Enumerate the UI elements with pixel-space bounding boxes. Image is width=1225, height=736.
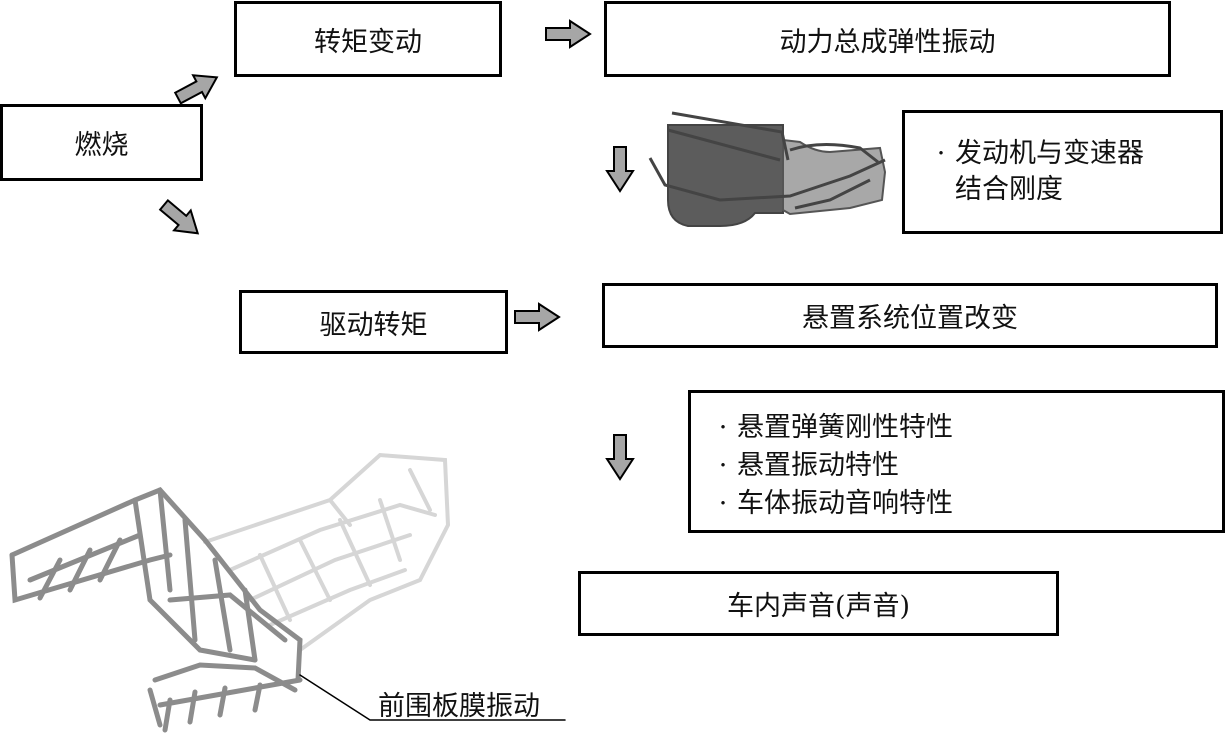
factor-item: · 车体振动音响特性 <box>709 485 953 523</box>
factor-item: · 悬置振动特性 <box>709 447 899 485</box>
arrow-right-icon <box>545 20 591 48</box>
arrow-down-icon <box>606 434 634 480</box>
node-interior-sound: 车内声音(声音) <box>578 571 1059 636</box>
node-combustion: 燃烧 <box>0 104 203 181</box>
bullet: · <box>718 412 728 443</box>
bullet: · <box>718 488 728 519</box>
node-label: 燃烧 <box>74 130 129 161</box>
node-label: 驱动转矩 <box>319 309 428 341</box>
node-label: 动力总成弹性振动 <box>779 26 996 58</box>
node-mount-position-change: 悬置系统位置改变 <box>602 283 1218 348</box>
node-label: 转矩变动 <box>314 26 422 58</box>
factor-item: · 悬置弹簧刚性特性 <box>709 409 953 447</box>
node-torque-variation: 转矩变动 <box>234 1 502 77</box>
arrow-down-icon <box>606 146 634 192</box>
node-label: 车内声音(声音) <box>726 591 911 622</box>
arrow-right-icon <box>514 303 560 331</box>
arrow-up-right-icon <box>170 64 224 111</box>
node-drive-torque: 驱动转矩 <box>239 290 508 354</box>
factor-text: 车体振动音响特性 <box>737 488 953 519</box>
factor-text: 结合刚度 <box>955 174 1063 205</box>
node-label: 悬置系统位置改变 <box>802 303 1018 334</box>
arrow-down-right-icon <box>154 194 208 245</box>
bullet: · <box>936 138 946 169</box>
body-frame-image <box>9 452 566 733</box>
factor-text: 悬置振动特性 <box>737 450 899 481</box>
factor-box-engine-transmission: · 发动机与变速器 结合刚度 <box>902 110 1223 234</box>
factor-box-mount-characteristics: · 悬置弹簧刚性特性 · 悬置振动特性 · 车体振动音响特性 <box>688 390 1225 533</box>
bullet: · <box>718 450 728 481</box>
factor-text: 发动机与变速器 <box>955 138 1144 169</box>
node-powertrain-elastic-vibration: 动力总成弹性振动 <box>604 1 1171 77</box>
factor-text: 悬置弹簧刚性特性 <box>737 412 953 443</box>
callout-dash-panel-vibration: 前围板膜振动 <box>378 691 540 722</box>
powertrain-model-image <box>648 111 887 227</box>
